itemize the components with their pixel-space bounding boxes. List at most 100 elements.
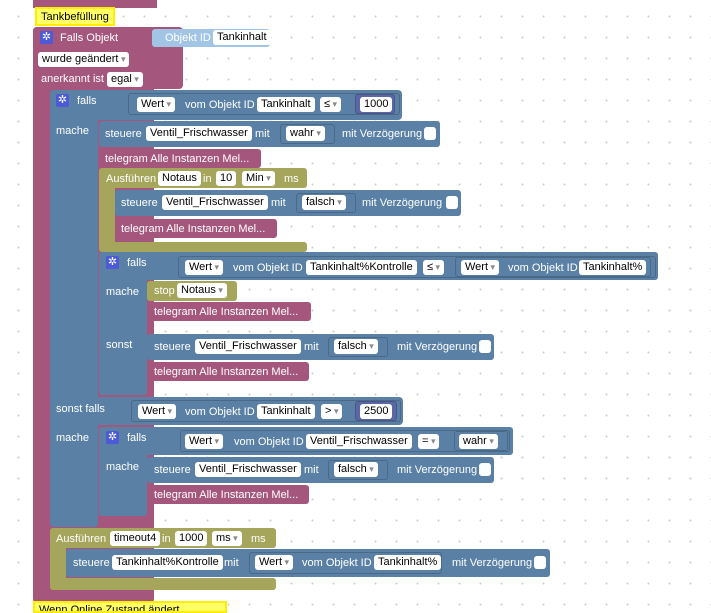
set2-object-field[interactable]: Ventil_Frischwasser <box>162 195 268 210</box>
if2-object2-field[interactable]: Tankinhalt% <box>579 260 647 275</box>
if2-do-label: mache <box>106 286 140 298</box>
set5-object-field[interactable]: Tankinhalt%Kontrolle <box>112 555 223 570</box>
set1-block[interactable]: steuere Ventil_Frischwasser mit wahr mit… <box>99 121 440 147</box>
set2-delay-checkbox[interactable] <box>446 196 458 209</box>
ack-label: anerkannt ist <box>41 73 104 85</box>
elseif-label: sonst falls <box>56 403 105 415</box>
object-id-value[interactable]: Tankinhalt <box>213 30 271 45</box>
telegram-block-5[interactable]: telegram Alle Instanzen Mel... <box>147 485 309 504</box>
timeout2-footer <box>50 578 276 590</box>
set4-with-label: mit <box>304 464 319 476</box>
if2-label: falls <box>127 257 147 269</box>
set3-block[interactable]: steuere Ventil_Frischwasser mit falsch m… <box>147 334 494 360</box>
timeout1-unit-dropdown[interactable]: Min <box>242 171 275 186</box>
stop-label: stop <box>154 285 175 297</box>
timeout2-label: Ausführen <box>56 533 107 545</box>
set2-block[interactable]: steuere Ventil_Frischwasser mit falsch m… <box>115 190 461 216</box>
telegram-label-2: telegram Alle Instanzen Mel... <box>121 223 266 235</box>
set2-delay-label: mit Verzögerung <box>362 197 443 209</box>
telegram-label-1: telegram Alle Instanzen Mel... <box>105 153 250 165</box>
if2-operator-dropdown[interactable]: ≤ <box>423 260 445 275</box>
if2-from-object2-label: vom Objekt ID <box>508 262 578 274</box>
set1-value-dropdown[interactable]: wahr <box>286 126 325 141</box>
set1-with-label: mit <box>255 128 270 140</box>
telegram-label-5: telegram Alle Instanzen Mel... <box>154 489 299 501</box>
set1-object-field[interactable]: Ventil_Frischwasser <box>146 126 252 141</box>
trigger-label: Falls Objekt <box>60 32 119 44</box>
if3-do-label: mache <box>106 461 140 473</box>
comment-top[interactable]: Tankbefüllung <box>35 7 115 26</box>
set3-object-field[interactable]: Ventil_Frischwasser <box>195 339 301 354</box>
stop-block[interactable]: stop Notaus <box>147 281 237 301</box>
set5-block[interactable]: steuere Tankinhalt%Kontrolle mit Wert vo… <box>66 549 550 577</box>
set4-block[interactable]: steuere Ventil_Frischwasser mit falsch m… <box>147 457 494 483</box>
set1-delay-checkbox[interactable] <box>424 127 436 140</box>
gear-icon[interactable]: ✲ <box>40 31 53 44</box>
telegram-block-2[interactable]: telegram Alle Instanzen Mel... <box>115 219 277 238</box>
telegram-label-4: telegram Alle Instanzen Mel... <box>154 366 299 378</box>
gear-icon[interactable]: ✲ <box>106 256 119 269</box>
gear-icon[interactable]: ✲ <box>106 431 119 444</box>
timeout1-block[interactable] <box>99 168 115 250</box>
if1-block[interactable] <box>50 90 98 527</box>
telegram-block-1[interactable]: telegram Alle Instanzen Mel... <box>99 149 261 168</box>
if1-number-field[interactable]: 1000 <box>360 97 393 112</box>
elseif-object-field[interactable]: Tankinhalt <box>257 404 315 419</box>
if3-operator-dropdown[interactable]: = <box>418 434 440 449</box>
timeout2-unit-suffix: ms <box>251 533 266 545</box>
set3-delay-label: mit Verzögerung <box>397 341 478 353</box>
set5-value-object-field[interactable]: Tankinhalt% <box>374 555 442 570</box>
comment-bottom-text: Wenn Online Zustand ändert <box>39 604 180 613</box>
ack-dropdown[interactable]: egal <box>107 72 143 87</box>
if1-do-label: mache <box>56 125 90 137</box>
timeout1-value-field[interactable]: 10 <box>216 171 237 186</box>
elseif-do-label: mache <box>56 432 90 444</box>
if1-value-dropdown[interactable]: Wert <box>137 97 176 112</box>
elseif-number-field[interactable]: 2500 <box>360 404 393 419</box>
timeout2-unit-dropdown[interactable]: ms <box>212 531 242 546</box>
object-id-label: Objekt ID <box>165 32 211 44</box>
telegram-label-3: telegram Alle Instanzen Mel... <box>154 306 299 318</box>
if2-else-label: sonst <box>106 339 133 351</box>
if3-value-dropdown[interactable]: Wert <box>185 434 224 449</box>
if2-object-field[interactable]: Tankinhalt%Kontrolle <box>306 260 417 275</box>
set5-delay-label: mit Verzögerung <box>452 557 533 569</box>
set4-object-field[interactable]: Ventil_Frischwasser <box>195 462 301 477</box>
stop-name-dropdown[interactable]: Notaus <box>177 283 227 298</box>
set5-from-object-label: vom Objekt ID <box>302 557 372 569</box>
if1-label: falls <box>77 95 97 107</box>
set5-delay-checkbox[interactable] <box>534 556 546 569</box>
if3-from-object-label: vom Objekt ID <box>234 436 304 448</box>
set3-delay-checkbox[interactable] <box>479 340 491 353</box>
telegram-block-4[interactable]: telegram Alle Instanzen Mel... <box>147 362 309 381</box>
if3-object-field[interactable]: Ventil_Frischwasser <box>306 434 412 449</box>
comment-top-text: Tankbefüllung <box>41 11 109 23</box>
if2-value-dropdown[interactable]: Wert <box>185 260 224 275</box>
timeout1-footer <box>99 242 307 252</box>
telegram-block-3[interactable]: telegram Alle Instanzen Mel... <box>147 302 311 321</box>
object-id-block[interactable]: Objekt ID Tankinhalt <box>152 29 271 47</box>
set4-delay-checkbox[interactable] <box>479 463 491 476</box>
if1-operator-dropdown[interactable]: ≤ <box>320 97 342 112</box>
set4-delay-label: mit Verzögerung <box>397 464 478 476</box>
set4-value-dropdown[interactable]: falsch <box>334 462 378 477</box>
set5-value-dropdown[interactable]: Wert <box>255 555 294 570</box>
timeout1-label: Ausführen <box>106 173 157 185</box>
set5-label: steuere <box>73 557 110 569</box>
comment-bottom[interactable]: Wenn Online Zustand ändert <box>33 601 227 613</box>
timeout1-name-field[interactable]: Notaus <box>158 171 201 186</box>
timeout2-value-field[interactable]: 1000 <box>175 531 208 546</box>
if2-value2-dropdown[interactable]: Wert <box>461 260 500 275</box>
set2-with-label: mit <box>271 197 286 209</box>
if3-label: falls <box>127 432 147 444</box>
set3-value-dropdown[interactable]: falsch <box>334 339 378 354</box>
elseif-value-dropdown[interactable]: Wert <box>138 404 177 419</box>
if1-object-field[interactable]: Tankinhalt <box>257 97 315 112</box>
gear-icon[interactable]: ✲ <box>56 94 69 107</box>
trigger-changed-dropdown[interactable]: wurde geändert <box>38 52 130 67</box>
timeout2-name-field[interactable]: timeout4 <box>110 531 161 546</box>
elseif-operator-dropdown[interactable]: > <box>321 404 343 419</box>
set2-value-dropdown[interactable]: falsch <box>302 195 346 210</box>
set3-label: steuere <box>154 341 191 353</box>
if3-bool-dropdown[interactable]: wahr <box>459 434 498 449</box>
